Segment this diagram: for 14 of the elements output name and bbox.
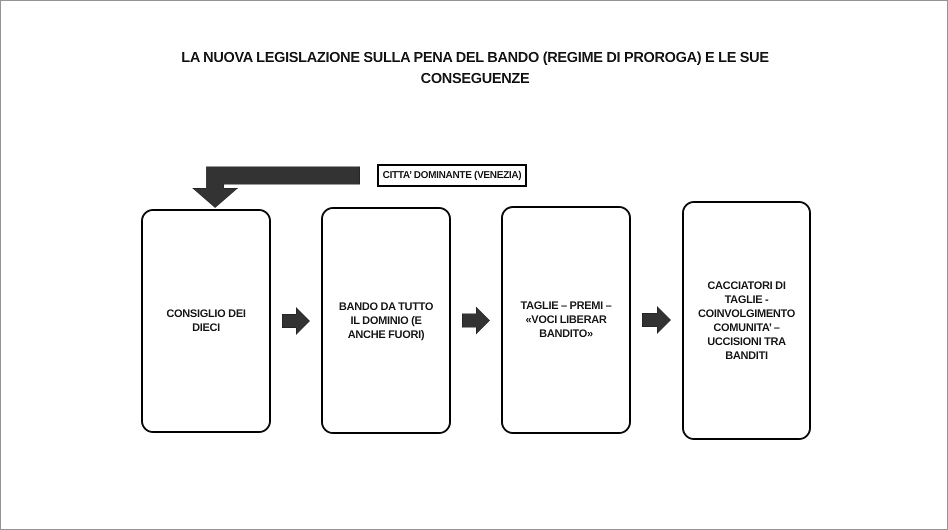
block-arrow [462, 306, 490, 334]
box-label: CONSIGLIO DEI DIECI [165, 307, 247, 335]
box-label: CACCIATORI DI TAGLIE - COINVOLGIMENTO COMUNITA’ – UCCISIONI TRA BANDITI [696, 278, 796, 362]
diagram-title: LA NUOVA LEGISLAZIONE SULLA PENA DEL BANDO (REGIME DI PROROGA) E LE SUE CONSEGUENZE [180, 49, 770, 89]
block-arrow [642, 306, 671, 334]
process-box [321, 207, 451, 434]
process-box [501, 206, 631, 434]
box-label: TAGLIE – PREMI – «VOCI LIBERAR BANDITO» [520, 299, 612, 341]
box-label: BANDO DA TUTTO IL DOMINIO (E ANCHE FUORI) [338, 300, 434, 342]
process-box [682, 201, 811, 440]
process-box [141, 209, 271, 433]
block-arrow [282, 307, 310, 335]
box-label: CITTA’ DOMINANTE (VENEZIA) [382, 168, 522, 182]
process-box [377, 164, 527, 187]
